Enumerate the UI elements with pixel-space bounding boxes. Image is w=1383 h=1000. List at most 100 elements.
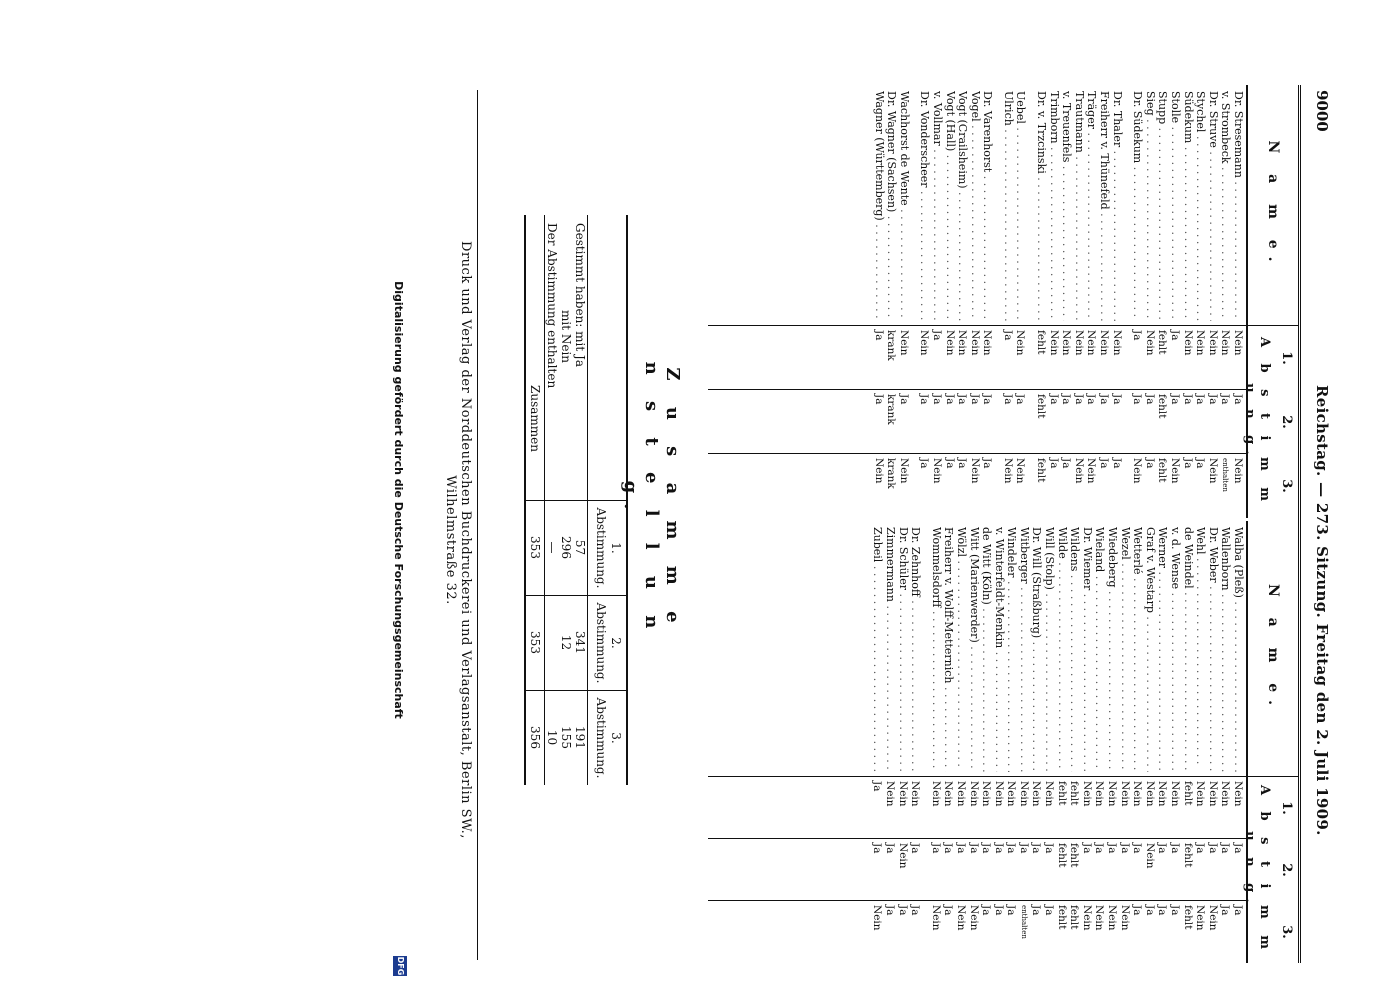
member-name-text: Zimmermann [883, 527, 896, 602]
member-name: Dr. Struve . . . . . . . . . . . . . . .… [1206, 91, 1219, 321]
member-name-text: Will (Stolp) [1043, 527, 1056, 590]
vote-cell: fehlt [1156, 330, 1169, 355]
table-row: Zubeil . . . . . . . . . . . . . . . . .… [871, 521, 884, 963]
table-row: Dr. v. Trzcinski . . . . . . . . . . . .… [1035, 85, 1048, 517]
leader-dots: . . . . . . . . . . . . . . . . . . . . … [1072, 152, 1085, 321]
vote-cell: Ja [942, 843, 955, 854]
member-name: Dr. Vonderscheer . . . . . . . . . . . .… [918, 91, 931, 321]
member-name: Stolle . . . . . . . . . . . . . . . . .… [1168, 91, 1181, 321]
member-name: Wachhorst de Wente . . . . . . . . . . .… [897, 91, 910, 321]
member-name-text: Ulrich [1001, 91, 1014, 126]
vote-cell: Nein [968, 330, 981, 356]
table-row: Träger . . . . . . . . . . . . . . . . .… [1085, 85, 1097, 517]
leader-dots: . . . . . . . . . . . . . . . . . . . . … [1043, 589, 1056, 772]
member-name: Freiherr v. Wolff-Metternich . . . . . .… [942, 527, 954, 772]
vote-cell: Nein [1106, 905, 1119, 931]
leader-dots: . . . . . . . . . . . . . . . . . . . . … [918, 187, 931, 321]
member-name-text: Wehl [1194, 527, 1207, 555]
vote-column-header: 1.2.3. A b s t i m m u n g. [1242, 325, 1298, 518]
member-name: v. Winterfeldt-Menkin . . . . . . . . . … [992, 527, 1005, 772]
member-name: Will (Stolp) . . . . . . . . . . . . . .… [1043, 527, 1056, 772]
table-row: Windeler . . . . . . . . . . . . . . . .… [1005, 521, 1017, 963]
table-row: Dr. Will (Straßburg) . . . . . . . . . .… [1030, 521, 1043, 963]
vote-cell: Ja [942, 905, 955, 916]
vote-cell: Ja [1001, 330, 1014, 341]
member-name-text: v. Strombeck [1219, 91, 1232, 164]
table-row: Dr. Schüler . . . . . . . . . . . . . . … [896, 521, 909, 963]
leader-dots: . . . . . . . . . . . . . . . . . . . . … [909, 596, 922, 772]
member-name-text: de Weindel [1181, 527, 1194, 589]
table-row: Dr. Varenhorst . . . . . . . . . . . . .… [981, 85, 994, 517]
summary-title: Z u s a m m e n s t e l l u n g. [620, 361, 683, 639]
leader-dots: . . . . . . . . . . . . . . . . . . . . … [1169, 123, 1182, 321]
member-name: Stupp . . . . . . . . . . . . . . . . . … [1156, 91, 1168, 321]
vote-cell: Nein [930, 458, 943, 484]
summary-label: Der Abstimmung enthalten [545, 223, 559, 389]
member-name: Wilde . . . . . . . . . . . . . . . . . … [1055, 527, 1068, 772]
vote-cell: Ja [1060, 458, 1073, 469]
member-name: Zimmermann . . . . . . . . . . . . . . .… [883, 527, 896, 772]
member-name: Dr. Südekum . . . . . . . . . . . . . . … [1131, 91, 1143, 321]
vote-cell: Ja [1131, 843, 1144, 854]
member-name: Stychel . . . . . . . . . . . . . . . . … [1194, 91, 1206, 321]
leader-dots: . . . . . . . . . . . . . . . . . . . . … [896, 590, 909, 773]
vote-cell: Ja [1169, 843, 1182, 854]
member-name: Graf v. Westarp . . . . . . . . . . . . … [1143, 527, 1156, 772]
member-name: de Witt (Köln) . . . . . . . . . . . . .… [980, 527, 992, 772]
member-name: Dr. Zehnhoff . . . . . . . . . . . . . .… [909, 527, 922, 772]
vote-cell: Ja [943, 394, 956, 405]
member-name-text: Dr. Weber [1206, 527, 1219, 583]
vote-cell: Nein [1169, 781, 1182, 807]
leader-dots: . . . . . . . . . . . . . . . . . . . . … [883, 601, 896, 772]
vote-cell: Ja [1232, 905, 1244, 916]
vote-cell: Ja [1131, 330, 1144, 341]
vote-cell: fehlt [1181, 905, 1194, 930]
vote-cell: Nein [1206, 781, 1219, 807]
vote-cell: Ja [981, 394, 994, 405]
leader-dots: . . . . . . . . . . . . . . . . . . . . … [1219, 590, 1232, 772]
table-row: Dr. Struve . . . . . . . . . . . . . . .… [1206, 85, 1219, 517]
member-name: v. Treuenfels . . . . . . . . . . . . . … [1060, 91, 1072, 321]
vote-cell: fehlt [1055, 905, 1068, 930]
vote-cell: Ja [956, 458, 969, 469]
vote-cell: Ja [871, 781, 884, 792]
vote-cell: fehlt [1035, 458, 1048, 483]
leader-dots: . . . . . . . . . . . . . . . . . . . . … [885, 212, 898, 321]
leader-dots: . . . . . . . . . . . . . . . . . . . . … [1055, 558, 1068, 769]
table-row: Wagner (Württemberg) . . . . . . . . . .… [872, 85, 885, 517]
member-name-text: Südekum [1181, 91, 1194, 144]
leader-dots: . . . . . . . . . . . . . . . . . . . . … [1169, 589, 1182, 772]
member-name: Dr. Will (Straßburg) . . . . . . . . . .… [1030, 527, 1043, 772]
vote-cell: Nein [942, 781, 955, 807]
leader-dots: . . . . . . . . . . . . . . . . . . . . … [981, 172, 994, 321]
member-name-text: Dr. Wagner (Sachsen) [885, 91, 898, 213]
vote-number-row: 1.2.3. [1279, 326, 1294, 518]
leader-dots: . . . . . . . . . . . . . . . . . . . . … [954, 557, 967, 767]
vote-cell: Nein [1043, 781, 1056, 807]
vote-cell: Nein [897, 330, 910, 356]
member-name-text: Dr. Stresemann [1232, 91, 1244, 178]
summary-value: — [545, 541, 559, 554]
row-spacer [921, 521, 929, 963]
vote-cell: Ja [1181, 458, 1194, 469]
vote-cell: Ja [943, 458, 956, 469]
table-row: Dr. Weber . . . . . . . . . . . . . . . … [1206, 521, 1219, 963]
summary-label: mit Nein [559, 310, 573, 364]
member-name: Werner . . . . . . . . . . . . . . . . .… [1156, 527, 1168, 772]
member-name: Vogt (Crailsheim) . . . . . . . . . . . … [956, 91, 968, 321]
table-row: Dr. Wagner (Sachsen) . . . . . . . . . .… [885, 85, 898, 517]
member-name-text: Wachhorst de Wente [897, 91, 910, 206]
name-column-header: N a m e. [1246, 85, 1298, 325]
vote-cell: Ja [1156, 905, 1169, 916]
vote-cell: Ja [980, 843, 993, 854]
vote-cell: Nein [1232, 330, 1244, 356]
vote-label: A b s t i m m u n g. [1242, 336, 1272, 508]
member-name: Dr. v. Trzcinski . . . . . . . . . . . .… [1035, 91, 1047, 321]
vote-cell: fehlt [1068, 905, 1081, 930]
table-row: Stolle . . . . . . . . . . . . . . . . .… [1168, 85, 1181, 517]
vote-number-row: 1.2.3. [1279, 777, 1294, 963]
member-name-text: Trimborn [1047, 91, 1060, 144]
vote-number: 1. [1279, 351, 1294, 365]
member-name: Wommelsdorff . . . . . . . . . . . . . .… [929, 527, 942, 772]
